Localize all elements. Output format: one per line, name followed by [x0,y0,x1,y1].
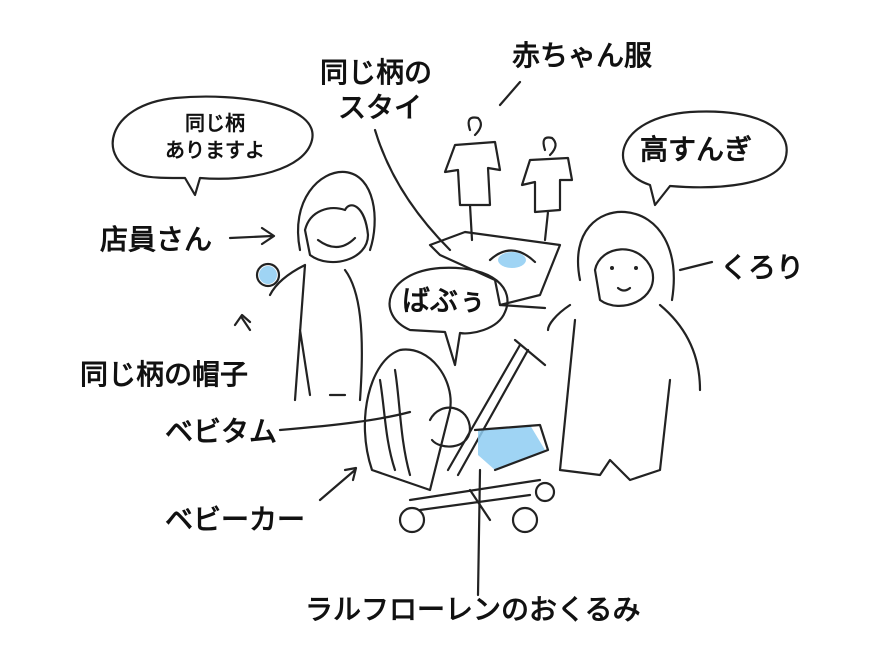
display-table [428,230,562,310]
kurori-speech: 高すんぎ [640,133,753,166]
kurori-figure [546,210,702,482]
hat-label: 同じ柄の帽子 [80,358,249,391]
baby-clothes-label: 赤ちゃん服 [512,39,653,72]
clerk-label: 店員さん [100,223,213,256]
kurori-speech-bubble [622,110,788,207]
clerk-speech-bubble [111,95,314,197]
bib-label-line2: スタイ [338,91,423,124]
clerk-speech-line2: ありますよ [165,138,265,162]
baby-speech: ばぶぅ [402,284,487,317]
baby-clothes-items [443,80,574,242]
kurori-label: くろり [720,251,805,284]
clerk-figure [255,170,376,402]
stroller-drawing [363,338,556,534]
baby-label: ベビタム [165,415,278,448]
swaddle-label: ラルフローレンのおくるみ [305,593,641,626]
clerk-speech-line1: 同じ柄 [185,111,245,135]
bib-label-line1: 同じ柄の [320,56,433,89]
pointer-lines [228,128,714,597]
stroller-label: ベビーカー [165,503,306,536]
